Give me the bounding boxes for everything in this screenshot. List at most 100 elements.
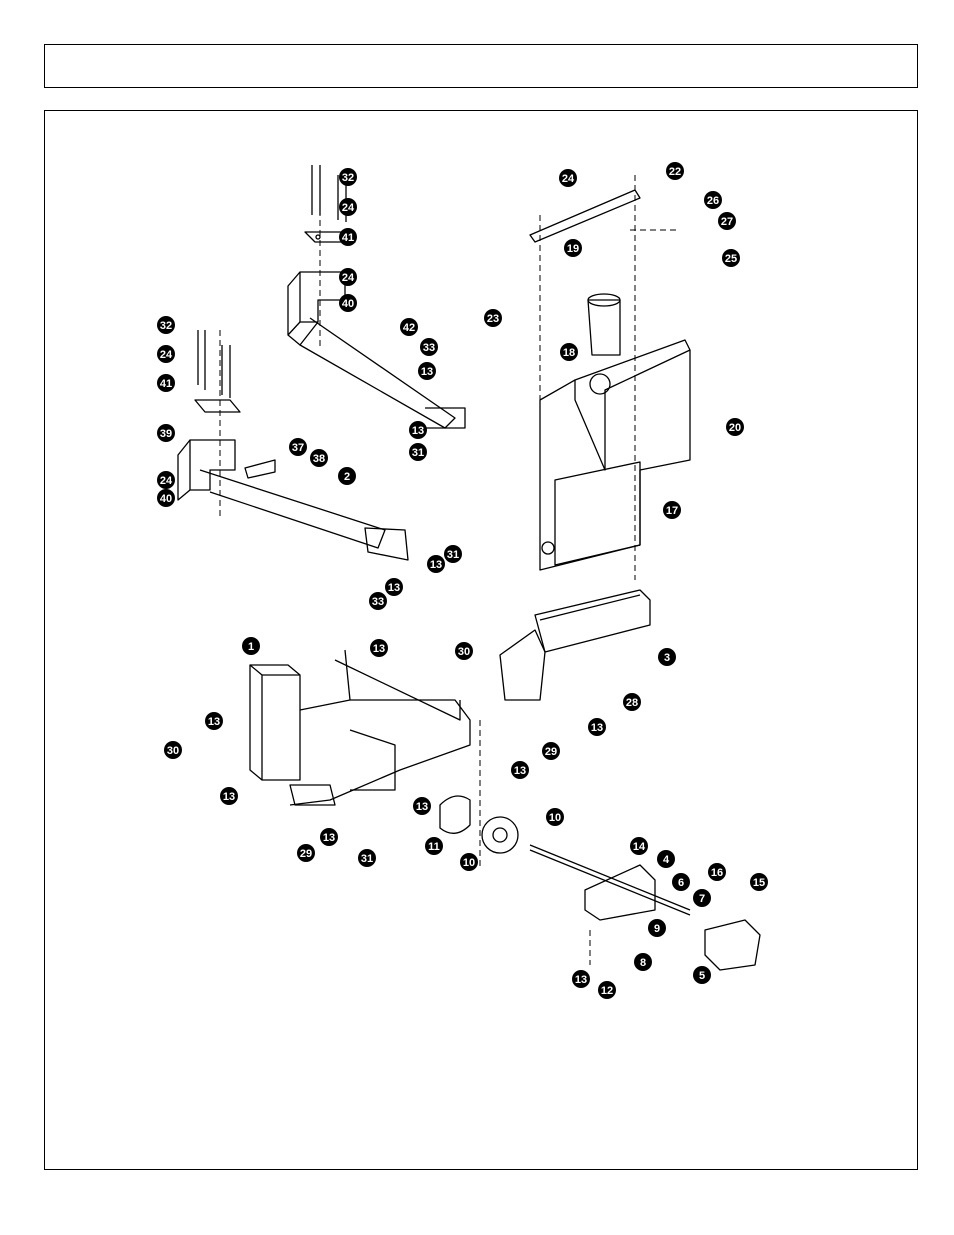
- callout-label: 22: [669, 166, 681, 178]
- part-22-strap: [530, 190, 640, 242]
- callout-c4: 4: [657, 850, 675, 868]
- callout-label: 23: [487, 313, 499, 325]
- callout-c27: 27: [718, 212, 736, 230]
- callout-label: 13: [208, 716, 220, 728]
- part-17-tank: [540, 340, 690, 570]
- callout-label: 37: [292, 442, 304, 454]
- callout-c13f: 13: [320, 828, 338, 846]
- callout-label: 13: [514, 765, 526, 777]
- callout-label: 14: [633, 841, 646, 853]
- callout-c13c: 13: [370, 639, 388, 657]
- callout-c29a: 29: [542, 742, 560, 760]
- callout-c32b: 32: [157, 316, 175, 334]
- callout-c19: 19: [564, 239, 582, 257]
- callout-c38: 38: [310, 449, 328, 467]
- callout-c24e: 24: [157, 471, 175, 489]
- callout-c30a: 30: [455, 642, 473, 660]
- part-11-shield: [440, 796, 470, 833]
- callout-c13h: 13: [572, 970, 590, 988]
- callout-label: 13: [416, 801, 428, 813]
- callout-label: 6: [678, 877, 684, 889]
- callout-c10b: 10: [460, 853, 478, 871]
- callout-label: 17: [666, 505, 678, 517]
- callout-label: 13: [575, 974, 587, 986]
- callout-label: 12: [601, 985, 613, 997]
- callout-label: 28: [626, 697, 638, 709]
- callout-label: 41: [160, 378, 172, 390]
- callout-c39: 39: [157, 424, 175, 442]
- callout-c1: 1: [242, 637, 260, 655]
- callout-c41a: 41: [339, 228, 357, 246]
- callout-c41b: 41: [157, 374, 175, 392]
- callout-label: 15: [753, 877, 765, 889]
- part-5-pump: [705, 920, 760, 970]
- callout-c5: 5: [693, 966, 711, 984]
- callout-c23: 23: [484, 309, 502, 327]
- callout-c16: 16: [708, 863, 726, 881]
- callout-c24c: 24: [339, 268, 357, 286]
- callout-label: 41: [342, 232, 354, 244]
- callout-c37: 37: [289, 438, 307, 456]
- callout-c18: 18: [560, 343, 578, 361]
- part-3-tank-support: [500, 590, 650, 700]
- callout-label: 33: [372, 596, 384, 608]
- callout-label: 26: [707, 195, 719, 207]
- callout-c29b: 29: [297, 844, 315, 862]
- callout-c32a: 32: [339, 168, 357, 186]
- callout-c13b: 13: [220, 787, 238, 805]
- callout-label: 18: [563, 347, 575, 359]
- callout-layer: 1234567891010111213131313131313131313131…: [157, 162, 768, 999]
- callout-label: 1: [248, 641, 254, 653]
- callout-label: 20: [729, 422, 741, 434]
- part-2-arm: [178, 400, 408, 560]
- callout-c2: 2: [338, 467, 356, 485]
- callout-c24d: 24: [157, 345, 175, 363]
- callout-c31b: 31: [444, 545, 462, 563]
- part-1-frame: [250, 650, 470, 805]
- callout-label: 13: [591, 722, 603, 734]
- callout-c30b: 30: [164, 741, 182, 759]
- callout-label: 32: [160, 320, 172, 332]
- callout-label: 13: [223, 791, 235, 803]
- callout-c25: 25: [722, 249, 740, 267]
- callout-c20: 20: [726, 418, 744, 436]
- callout-c10a: 10: [546, 808, 564, 826]
- callout-label: 40: [160, 493, 172, 505]
- callout-label: 4: [663, 854, 670, 866]
- callout-c11: 11: [425, 837, 443, 855]
- callout-label: 38: [313, 453, 325, 465]
- callout-label: 24: [342, 272, 355, 284]
- callout-c13l: 13: [385, 578, 403, 596]
- callout-label: 7: [699, 893, 705, 905]
- callout-label: 31: [361, 853, 373, 865]
- callout-c26: 26: [704, 191, 722, 209]
- callout-c7: 7: [693, 889, 711, 907]
- assembly-lines: [220, 170, 680, 965]
- callout-label: 32: [342, 172, 354, 184]
- callout-label: 39: [160, 428, 172, 440]
- callout-c3: 3: [658, 648, 676, 666]
- callout-label: 29: [300, 848, 312, 860]
- callout-label: 25: [725, 253, 737, 265]
- callout-c40a: 40: [339, 294, 357, 312]
- callout-label: 16: [711, 867, 723, 879]
- callout-c24b: 24: [339, 198, 357, 216]
- callout-label: 9: [654, 923, 660, 935]
- callout-c42: 42: [400, 318, 418, 336]
- callout-label: 42: [403, 322, 415, 334]
- callout-c13k: 13: [427, 555, 445, 573]
- part-4-pump-mount: [585, 865, 655, 920]
- callout-label: 24: [160, 349, 173, 361]
- part-18-filter: [588, 294, 620, 355]
- part-10-pulley: [482, 817, 518, 853]
- callout-label: 13: [373, 643, 385, 655]
- callout-label: 24: [342, 202, 355, 214]
- part-outlines: [178, 165, 760, 970]
- callout-label: 24: [562, 173, 575, 185]
- callout-label: 13: [323, 832, 335, 844]
- callout-label: 19: [567, 243, 579, 255]
- callout-label: 13: [388, 582, 400, 594]
- callout-c22: 22: [666, 162, 684, 180]
- callout-c13e: 13: [511, 761, 529, 779]
